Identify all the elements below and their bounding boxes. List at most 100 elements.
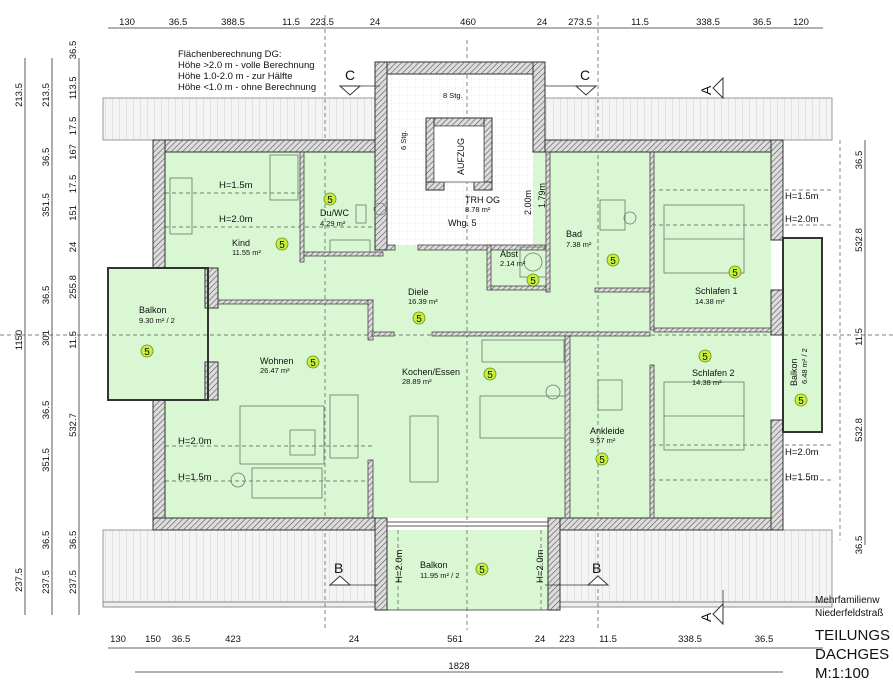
dimension-value: 351.5 bbox=[41, 448, 52, 472]
stair-height-2: 1.79m bbox=[537, 183, 547, 208]
drawing-scale: M:1:100 bbox=[815, 665, 869, 682]
svg-text:5: 5 bbox=[798, 396, 804, 407]
unit-badge: 5 bbox=[475, 562, 489, 576]
room-area: 16.39 m² bbox=[408, 297, 438, 306]
dimension-value: 11.5 bbox=[854, 328, 865, 346]
unit-label: Whg. 5 bbox=[448, 218, 477, 228]
dimension-value: 130 bbox=[110, 634, 126, 645]
svg-text:5: 5 bbox=[530, 276, 536, 287]
unit-badge: 5 bbox=[275, 237, 289, 251]
room-name: Kind bbox=[232, 238, 250, 248]
room-abst: Abst 2.14 m² 5 bbox=[500, 249, 540, 287]
room-area: 9.30 m² / 2 bbox=[139, 316, 175, 325]
room-name: Balkon bbox=[420, 560, 448, 570]
dimension-value: 213.5 bbox=[41, 83, 52, 107]
drawing-title: TEILUNGS bbox=[815, 627, 890, 644]
dimension-value: 532.8 bbox=[854, 418, 865, 442]
dimension-value: 151 bbox=[68, 205, 79, 221]
dimension-value: 36.5 bbox=[41, 531, 52, 550]
section-c-label: C bbox=[345, 67, 355, 83]
stair-steps-upper: 8 Stg. bbox=[443, 91, 463, 100]
dimension-value: 36.5 bbox=[172, 634, 191, 645]
height-label: H=1.5m bbox=[785, 191, 819, 202]
dimension-value: 24 bbox=[537, 17, 548, 28]
dimension-value: 36.5 bbox=[68, 41, 79, 60]
dimension-value: 36.5 bbox=[753, 17, 772, 28]
dimension-value: 237.5 bbox=[41, 570, 52, 594]
dimension-value: 36.5 bbox=[854, 536, 865, 555]
room-area: 7.38 m² bbox=[566, 240, 592, 249]
room-area: 9.57 m² bbox=[590, 436, 616, 445]
dimension-value: 460 bbox=[460, 17, 476, 28]
dimension-value: 223 bbox=[559, 634, 575, 645]
height-label: H=2.0m bbox=[785, 447, 819, 458]
height-label: H=2.0m bbox=[219, 214, 253, 225]
dimension-top: 130 36.5 388.5 11.5 223.5 24 460 24 273.… bbox=[119, 17, 809, 28]
dimension-value: 532.8 bbox=[854, 228, 865, 252]
dimension-value: 24 bbox=[68, 242, 79, 253]
room-balkon-west: Balkon 9.30 m² / 2 5 bbox=[139, 305, 175, 358]
svg-text:5: 5 bbox=[599, 455, 605, 466]
dimension-value: 273.5 bbox=[568, 17, 592, 28]
dimension-value: 223.5 bbox=[310, 17, 334, 28]
dimension-value: 301 bbox=[41, 330, 52, 346]
room-kochen-essen: Kochen/Essen 28.89 m² 5 bbox=[402, 367, 497, 386]
dimension-value: 113.5 bbox=[68, 76, 79, 99]
section-b-arrow-icon bbox=[328, 575, 352, 586]
section-c-label: C bbox=[580, 67, 590, 83]
stair-steps-lower: 6 Stg. bbox=[399, 130, 408, 150]
stair-core: AUFZUG 8 Stg. 6 Stg. TRH OG 8.78 m² Whg.… bbox=[399, 91, 547, 228]
room-area: 11.95 m² / 2 bbox=[420, 571, 459, 580]
room-area: 11.55 m² bbox=[232, 248, 262, 257]
dimension-value: 36.5 bbox=[41, 286, 52, 305]
stair-title: TRH OG bbox=[465, 195, 500, 205]
dimension-value: 561 bbox=[447, 634, 463, 645]
room-kind: Kind 11.55 m² 5 bbox=[232, 237, 289, 257]
dimension-value: 36.5 bbox=[755, 634, 774, 645]
room-name: Bad bbox=[566, 229, 582, 239]
area-calculation-note: Flächenberechnung DG: Höhe >2.0 m - voll… bbox=[178, 49, 316, 93]
room-schlafen-1: Schlafen 1 14.38 m² 5 bbox=[695, 265, 742, 306]
section-a-label: A bbox=[698, 612, 714, 622]
dimension-value: 351.5 bbox=[41, 193, 52, 217]
section-a-arrow-icon bbox=[712, 76, 724, 100]
dimension-value: 11.5 bbox=[631, 17, 649, 28]
room-name: Diele bbox=[408, 287, 429, 297]
svg-text:5: 5 bbox=[279, 240, 285, 251]
room-area: 14.38 m² bbox=[692, 378, 722, 387]
project-name: Mehrfamilienw bbox=[815, 595, 880, 606]
room-name: Wohnen bbox=[260, 356, 293, 366]
unit-badge: 5 bbox=[483, 367, 497, 381]
room-balkon-east: Balkon 6.48 m² / 2 5 bbox=[789, 348, 809, 407]
section-c-arrow-icon bbox=[574, 85, 598, 96]
dimension-value: 532.7 bbox=[68, 413, 79, 437]
dimension-value: 388.5 bbox=[221, 17, 245, 28]
room-name: Abst bbox=[500, 249, 519, 259]
room-name: Kochen/Essen bbox=[402, 367, 460, 377]
dimension-value: 11.5 bbox=[282, 17, 300, 28]
room-area: 26.47 m² bbox=[260, 366, 290, 375]
walls bbox=[107, 61, 823, 611]
section-a-label: A bbox=[698, 85, 714, 95]
room-name: Schlafen 2 bbox=[692, 368, 735, 378]
room-name: Du/WC bbox=[320, 208, 350, 218]
unit-badge: 5 bbox=[323, 192, 337, 206]
note-line: Höhe 1.0-2.0 m - zur Hälfte bbox=[178, 71, 293, 82]
height-labels: H=1.5m H=2.0m H=1.5m H=2.0m H=2.0m H=1.5… bbox=[178, 180, 819, 583]
room-area: 14.38 m² bbox=[695, 297, 725, 306]
room-balkon-south: Balkon 11.95 m² / 2 5 bbox=[420, 560, 489, 580]
unit-badge: 5 bbox=[728, 265, 742, 279]
height-label: H=2.0m bbox=[785, 214, 819, 225]
dimension-value: 167 bbox=[68, 144, 79, 160]
dimension-lines bbox=[24, 27, 866, 673]
room-name: Schlafen 1 bbox=[695, 286, 738, 296]
height-label: H=2.0m bbox=[178, 436, 212, 447]
dimension-value: 338.5 bbox=[696, 17, 720, 28]
unit-badge: 5 bbox=[306, 355, 320, 369]
furniture bbox=[169, 154, 745, 499]
svg-text:5: 5 bbox=[610, 256, 616, 267]
note-line: Höhe >2.0 m - volle Berechnung bbox=[178, 60, 315, 71]
stair-height-1: 2.00m bbox=[523, 190, 533, 215]
dimension-value: 24 bbox=[370, 17, 381, 28]
svg-text:5: 5 bbox=[487, 370, 493, 381]
